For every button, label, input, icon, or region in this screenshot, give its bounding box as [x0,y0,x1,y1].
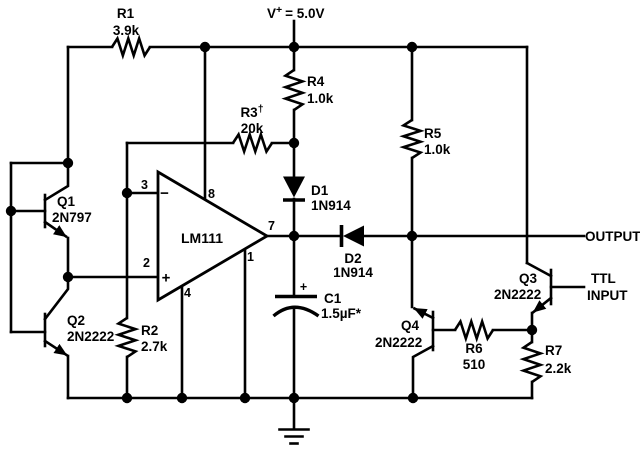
resistor-r6 [453,317,495,343]
q4-value-label: 2N2222 [375,335,422,350]
resistor-r2 [114,316,140,359]
r6-value-label: 510 [463,357,486,372]
r2-ref-label: R2 [141,323,158,338]
capacitor-c1 [272,294,320,318]
q3-ref-label: Q3 [519,271,538,286]
r7-ref-label: R7 [545,343,562,358]
r7-value-label: 2.2k [545,361,572,376]
transistor-q4 [411,306,435,400]
pin-4-label: 4 [184,286,191,300]
q2-value-label: 2N2222 [67,329,114,344]
r3-ref-label: R3† [240,103,263,120]
r4-ref-label: R4 [307,74,325,89]
diode-d2 [339,225,364,247]
q1-value-label: 2N797 [52,210,92,225]
pin-8-label: 8 [208,187,215,201]
transistor-q2 [43,275,70,400]
r1-ref-label: R1 [117,6,135,21]
input-label: INPUT [587,288,628,303]
d2-ref-label: D2 [344,251,361,266]
ttl-label: TTL [591,271,616,286]
d1-ref-label: D1 [311,183,329,198]
supply-label: V+= 5.0V [267,4,325,21]
pin-3-label: 3 [141,178,148,192]
d2-value-label: 1N914 [333,265,373,280]
transistor-q3 [525,261,553,314]
pin-7-label: 7 [268,219,275,233]
pin-2-label: 2 [143,256,150,270]
r4-value-label: 1.0k [307,91,334,106]
r5-value-label: 1.0k [424,142,451,157]
c1-polarity-sign: + [300,280,307,294]
wire-segments [9,19,586,400]
q2-ref-label: Q2 [67,313,85,328]
q4-ref-label: Q4 [401,318,420,333]
c1-ref-label: C1 [324,291,342,306]
noninverting-input-sign: + [162,270,171,287]
junction-dots [5,41,538,404]
ground-symbol [278,396,310,445]
opamp-lm111: LM111 − + [156,169,270,303]
r6-ref-label: R6 [465,341,483,356]
resistor-r5 [399,118,425,160]
q1-ref-label: Q1 [57,194,76,209]
r2-value-label: 2.7k [141,339,168,354]
diode-d1 [283,176,305,202]
r1-value-label: 3.9k [113,23,140,38]
q3-value-label: 2N2222 [494,287,541,302]
resistor-r4 [281,68,307,112]
transistor-q1 [43,161,70,279]
c1-value-label: 1.5µF* [321,306,362,321]
pin-1-label: 1 [247,250,254,264]
resistor-r7 [519,340,545,384]
opamp-part-label: LM111 [181,230,223,246]
output-label: OUTPUT [585,229,640,244]
inverting-input-sign: − [160,185,169,202]
opamp-pin-numbers: 3 2 8 4 1 7 [141,178,275,300]
r5-ref-label: R5 [424,126,442,141]
r3-value-label: 20k [241,121,264,136]
d1-value-label: 1N914 [311,198,351,213]
resistor-r1 [110,34,152,60]
resistor-r3 [231,130,274,156]
